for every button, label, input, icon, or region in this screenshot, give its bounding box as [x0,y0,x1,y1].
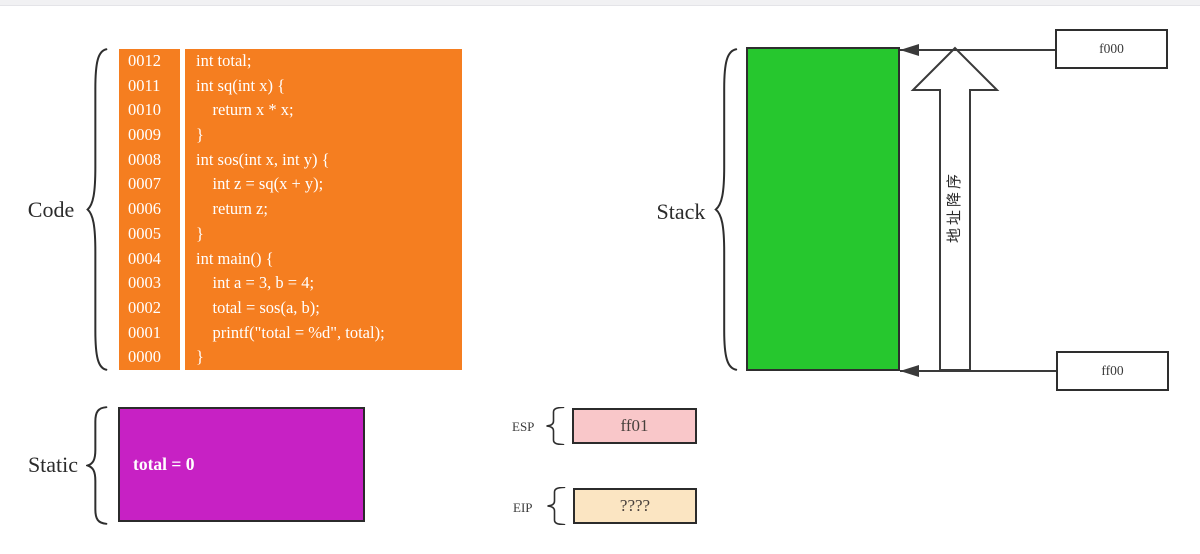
code-brace [86,46,108,373]
code-address: 0010 [128,100,161,120]
code-address: 0011 [128,75,161,95]
code-line: return x * x; [196,100,294,120]
address-descending-caption: 地址降序 [947,171,963,244]
code-line: int main() { [196,248,274,268]
stack-memory-box [746,47,900,371]
code-listing: int total; int sq(int x) { return x * x;}… [185,49,462,370]
code-section-label: Code [27,197,75,222]
esp-register-label: ESP [512,419,535,434]
eip-register-box: ???? [573,488,697,524]
stack-bottom-address: ff00 [1101,363,1124,378]
stack-brace-path [716,49,736,369]
code-line: printf("total = %d", total); [196,322,385,342]
code-line: int z = sq(x + y); [196,174,324,194]
code-line: } [196,223,204,243]
code-address: 0004 [128,248,161,268]
code-address: 0003 [128,273,161,293]
code-address: 0007 [128,174,161,194]
ff00-arrowhead-icon [900,365,919,377]
code-address: 0006 [128,199,161,219]
eip-brace [546,487,566,525]
static-variable-value: total = 0 [133,454,195,474]
code-address-column: 0012 0011 0010 0009 0008 0007 0006 0005 0004 0003… [119,49,180,370]
code-address: 0002 [128,297,161,317]
static-brace [86,406,108,525]
static-section-label: Static [27,452,79,477]
code-line: return z; [196,199,268,219]
esp-brace [545,407,565,445]
stack-top-address-box: f000 [1055,29,1168,69]
code-brace-path [88,49,107,369]
stack-top-address: f000 [1099,41,1124,56]
code-line: int total; [196,51,252,70]
code-line: } [196,347,204,367]
code-line: } [196,125,204,145]
code-address: 0000 [128,347,161,367]
static-memory-box: total = 0 [118,407,365,522]
esp-brace-path [547,407,564,444]
top-strip [0,0,1200,6]
stack-brace [714,46,738,373]
code-address: 0008 [128,149,161,169]
code-address: 0009 [128,125,161,145]
code-line: int sq(int x) { [196,75,286,95]
code-line: total = sos(a, b); [196,297,320,317]
f000-arrowhead-icon [900,44,919,56]
esp-register-box: ff01 [572,408,697,444]
code-address: 0005 [128,223,161,243]
code-address: 0012 [128,51,161,70]
stack-section-label: Stack [656,199,706,224]
code-line: int sos(int x, int y) { [196,149,330,169]
stack-bottom-address-box: ff00 [1056,351,1169,391]
static-brace-path [88,407,107,524]
esp-register-value: ff01 [620,416,649,435]
code-line: int a = 3, b = 4; [196,273,315,293]
code-address: 0001 [128,322,161,342]
eip-brace-path [548,487,565,524]
eip-register-label: EIP [513,500,533,515]
eip-register-value: ???? [619,496,651,515]
